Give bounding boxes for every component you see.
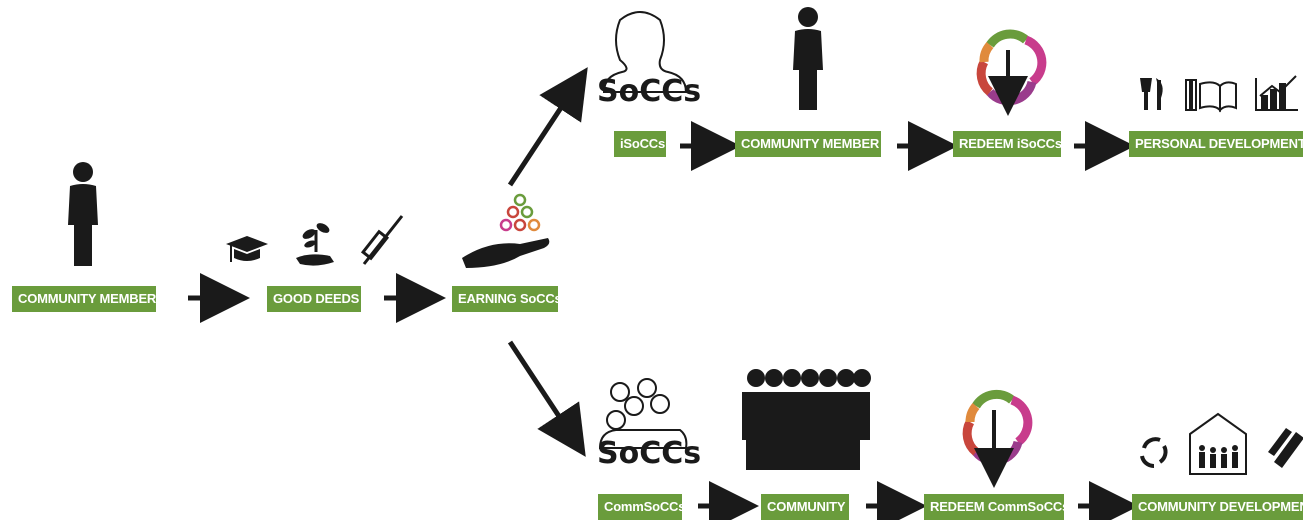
label-personal-development: PERSONAL DEVELOPMENT — [1129, 131, 1303, 157]
label-community-member-start: COMMUNITY MEMBER — [12, 286, 156, 312]
person-icon — [68, 162, 98, 266]
label-good-deeds: GOOD DEEDS — [267, 286, 361, 312]
label-redeem-commsoccs: REDEEM CommSoCCs — [924, 494, 1064, 520]
redeem-ring-icon — [962, 389, 1033, 488]
growth-chart-icon — [1255, 75, 1298, 111]
crowd-icon — [742, 369, 871, 470]
arrow-icon — [507, 340, 586, 457]
person-icon — [793, 7, 823, 110]
syringe-icon — [360, 215, 404, 265]
seedling-hand-icon — [296, 223, 334, 266]
recycle-icon — [1140, 437, 1168, 469]
socc-person-icon — [602, 11, 688, 93]
arrow-icon — [507, 67, 588, 187]
solar-panel-icon — [1268, 428, 1303, 468]
label-commsoccs: CommSoCCs — [598, 494, 682, 520]
socc-group-icon — [598, 378, 688, 449]
label-community: COMMUNITY — [761, 494, 849, 520]
label-community-development: COMMUNITY DEVELOPMENT — [1132, 494, 1303, 520]
fork-knife-icon — [1140, 78, 1163, 110]
label-earning-soccs: EARNING SoCCs — [452, 286, 558, 312]
books-icon — [1185, 79, 1237, 113]
socc-logo-text: SoCCs — [597, 74, 702, 109]
label-community-member-top: COMMUNITY MEMBER — [735, 131, 881, 157]
label-redeem-isoccs: REDEEM iSoCCs — [953, 131, 1061, 157]
redeem-ring-icon — [976, 29, 1047, 116]
graduation-cap-icon — [226, 236, 268, 262]
label-isoccs: iSoCCs — [614, 131, 666, 157]
family-house-icon — [1189, 412, 1247, 475]
hand-with-coins-icon — [462, 193, 550, 268]
socc-logo-text: SoCCs — [597, 436, 702, 471]
